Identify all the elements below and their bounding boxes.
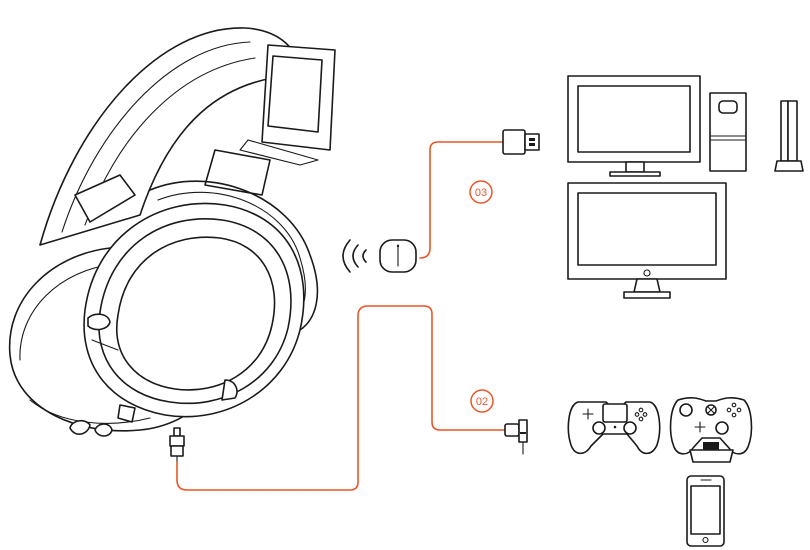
- cable-connector-icon: [169, 427, 185, 463]
- step-label-03: 03: [475, 187, 487, 199]
- headphone-jack-icon: [504, 419, 528, 455]
- step-label-02: 02: [476, 396, 488, 408]
- playstation-controller-icon: [567, 401, 661, 455]
- usb-connector-icon: [502, 129, 540, 155]
- wired-connection: [176, 305, 506, 491]
- pc-tower-icon: [709, 92, 747, 172]
- xbox-controller-icon: [669, 396, 753, 455]
- step-badge-03: 03: [469, 180, 493, 204]
- wireless-connection: [419, 141, 504, 259]
- all-in-one-computer-icon: [567, 182, 727, 299]
- step-badge-02: 02: [470, 389, 494, 413]
- headset-icon: [8, 27, 336, 437]
- xbox-adapter-icon: [689, 442, 734, 463]
- monitor-icon: [567, 75, 701, 177]
- smartphone-icon: [686, 475, 725, 547]
- wireless-signal-icon: [342, 239, 367, 273]
- console-icon: [774, 100, 804, 172]
- wireless-transmitter-icon: [379, 239, 417, 273]
